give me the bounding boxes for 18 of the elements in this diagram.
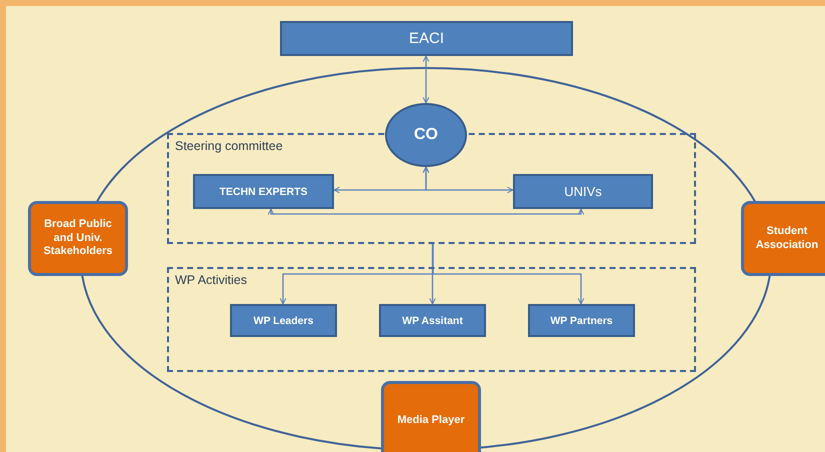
group-title: Steering committee (175, 139, 283, 155)
stakeholder-box: Student Association (741, 201, 825, 276)
double-headed-arrow (268, 208, 584, 216)
double-headed-arrow (422, 56, 430, 104)
double-headed-arrow (422, 166, 514, 194)
stakeholder-box: Media Player (381, 381, 481, 452)
stakeholder-box: Broad Public and Univ. Stakeholders (28, 201, 128, 276)
circle-node: CO (385, 103, 467, 167)
process-box: WP Leaders (230, 304, 337, 337)
arrow (429, 244, 436, 304)
dashed-group-box (167, 267, 696, 372)
process-box: WP Partners (528, 304, 635, 337)
process-box: TECHN EXPERTS (193, 174, 334, 209)
group-title: WP Activities (175, 273, 248, 289)
arrow (432, 244, 584, 304)
process-box: UNIVs (513, 174, 653, 209)
process-box: EACI (280, 21, 573, 56)
process-box: WP Assitant (379, 304, 486, 337)
